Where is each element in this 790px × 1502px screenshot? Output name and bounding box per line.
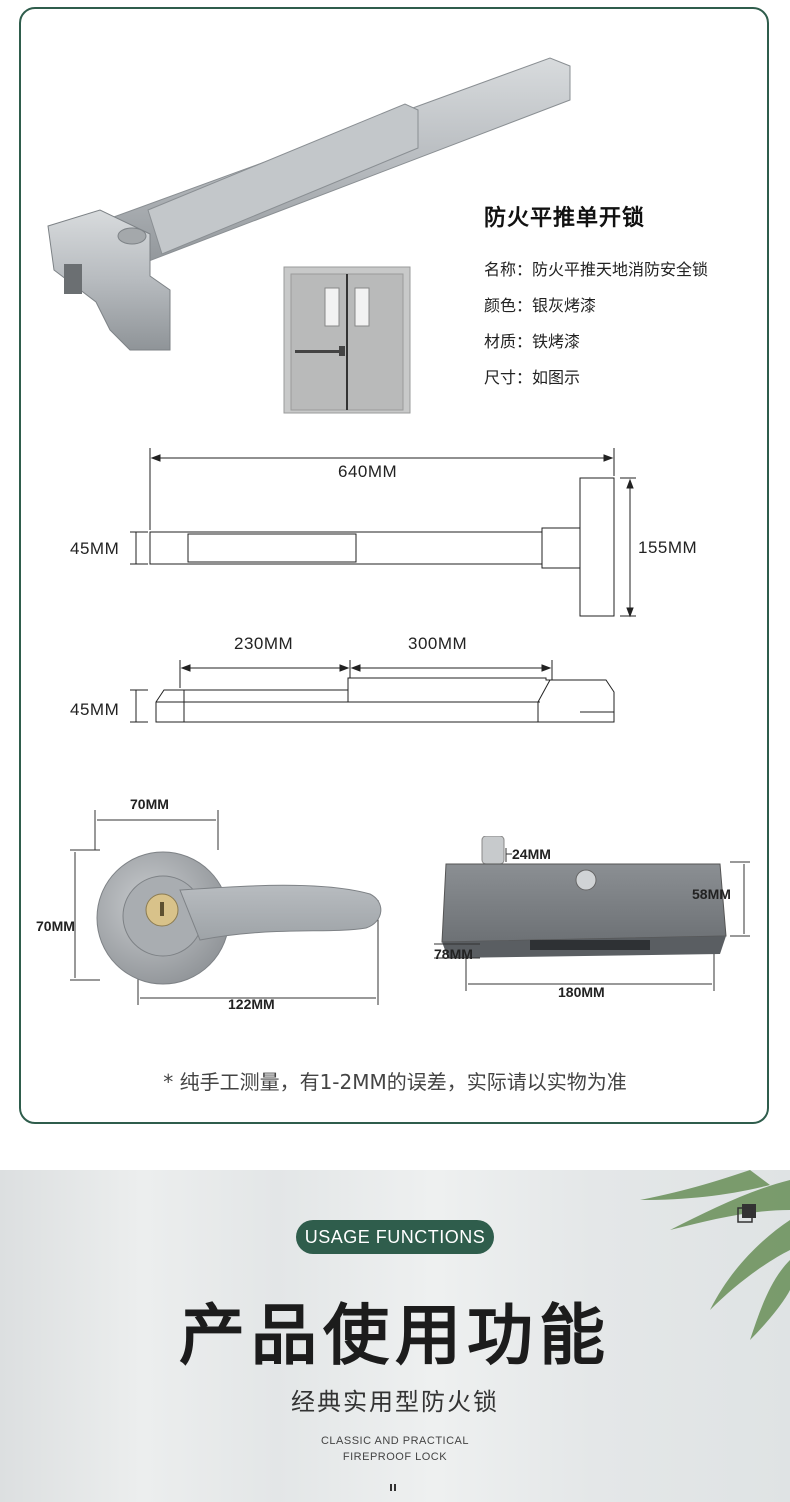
lever-handle-image: [70, 810, 382, 1005]
door-image: [283, 266, 411, 414]
dim-side-b: 300MM: [408, 634, 468, 653]
dim-box-pin: 24MM: [512, 846, 551, 862]
dim-handle-length: 122MM: [228, 996, 275, 1012]
spec-size: 尺寸：如图示: [484, 368, 581, 387]
product-title: 防火平推单开锁: [484, 206, 646, 231]
dim-side-height: 45MM: [70, 700, 120, 719]
banner-english-1: CLASSIC AND PRACTICAL: [320, 1435, 470, 1447]
measurement-note: * 纯手工测量，有1-2MM的误差，实际请以实物为准: [163, 1070, 627, 1094]
dim-box-length: 180MM: [558, 984, 605, 1000]
leaf-decoration: [640, 1170, 790, 1340]
divider-dash-icon: [390, 1476, 400, 1491]
banner-subtitle: 经典实用型防火锁: [291, 1388, 499, 1416]
dim-handle-width: 70MM: [130, 796, 169, 812]
dim-box-depth: 78MM: [434, 946, 473, 962]
spec-name: 名称：防火平推天地消防安全锁: [484, 260, 709, 279]
dim-bar-end-height: 155MM: [638, 538, 698, 557]
dim-box-height: 58MM: [692, 886, 731, 902]
side-view-diagram: [130, 660, 615, 723]
dim-handle-height: 70MM: [36, 918, 75, 934]
banner-english-2: FIREPROOF LOCK: [342, 1451, 448, 1463]
exit-bar-image: [47, 57, 571, 351]
usage-pill: USAGE FUNCTIONS: [296, 1220, 494, 1254]
lock-box-image: [434, 836, 750, 991]
front-view-diagram: [130, 448, 636, 618]
banner-title: 产品使用功能: [179, 1297, 611, 1374]
dim-bar-height: 45MM: [70, 539, 120, 558]
usage-banner: USAGE FUNCTIONS 产品使用功能 经典实用型防火锁 CLASSIC …: [0, 1170, 790, 1502]
dim-side-a: 230MM: [234, 634, 294, 653]
corner-square-icon: [737, 1204, 756, 1223]
spec-color: 颜色：银灰烤漆: [484, 296, 597, 315]
dim-bar-length: 640MM: [338, 462, 398, 481]
spec-material: 材质：铁烤漆: [484, 332, 581, 351]
